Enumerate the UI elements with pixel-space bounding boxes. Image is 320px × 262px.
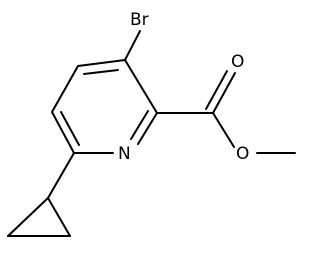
bromine-label: Br [130, 10, 149, 30]
bromine-bond [124, 30, 141, 61]
pyridine-ring [51, 59, 158, 154]
ring-bond-n-c2 [137, 112, 158, 145]
cyclopropyl-attachment-bond [47, 152, 75, 199]
ring-bond-c5-c6-double [60, 111, 80, 146]
cyclopropyl-bond-left [7, 197, 49, 237]
ring-bond-c4-c5 [51, 65, 79, 113]
cyclopropyl-ring [7, 197, 71, 237]
substituents [47, 30, 296, 199]
ester-oxygen-label: O [236, 144, 249, 164]
carbonyl-bond-double [205, 70, 228, 110]
ester-oxygen-bond [212, 112, 235, 148]
ring-bond-n-c2-double [130, 110, 149, 140]
ring-bond-c2-c3 [124, 59, 158, 114]
ring-bond-c3-c4 [77, 59, 126, 67]
carbonyl-oxygen-label: O [231, 52, 244, 72]
cyclopropyl-bond-right [47, 197, 71, 237]
atom-labels: Br N O O [118, 10, 249, 164]
carbonyl-bond [212, 72, 236, 114]
chemical-structure-diagram: Br N O O [7, 10, 296, 237]
ring-bond-c5-c6 [51, 111, 75, 154]
ring-bond-c3-c4-double [83, 69, 119, 75]
ring-nitrogen-label: N [118, 144, 131, 164]
